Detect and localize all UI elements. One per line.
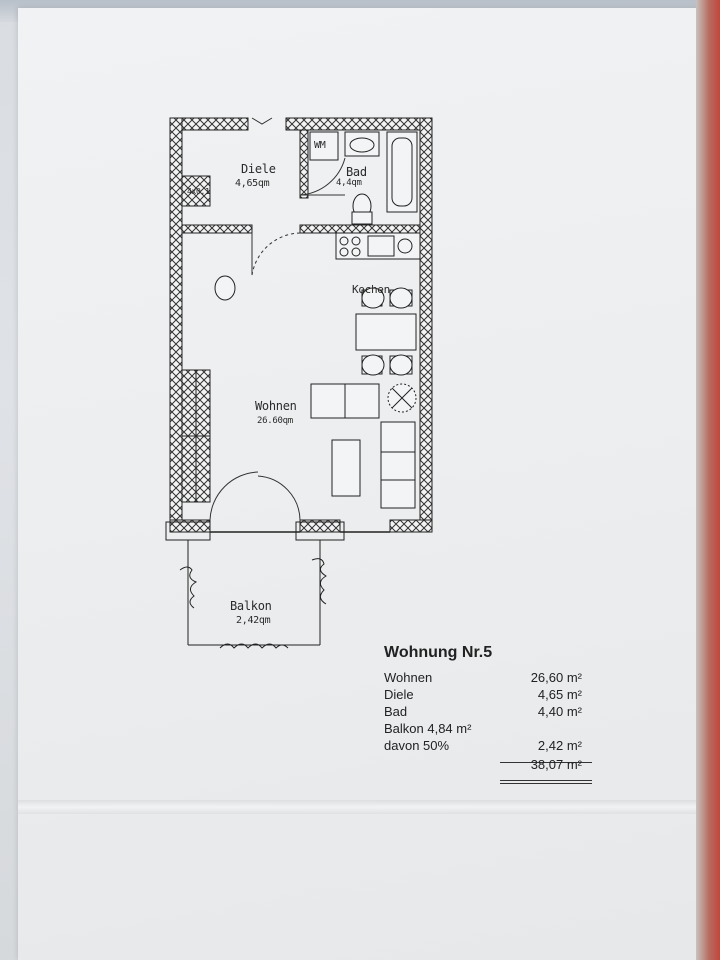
- area-summary: Wohnung Nr.5 Wohnen 26,60 m² Diele 4,65 …: [384, 644, 594, 784]
- room-area-diele: 4,65qm: [235, 178, 270, 189]
- summary-row: Balkon 4,84 m²: [384, 721, 594, 738]
- washing-machine-label: WM: [314, 140, 326, 151]
- summary-title: Wohnung Nr.5: [384, 644, 493, 661]
- bathroom-fixtures: [309, 131, 418, 225]
- paper-sheet: [18, 8, 708, 960]
- entrance-door: [209, 117, 346, 521]
- summary-total-row: 38,07 m²: [384, 757, 594, 774]
- summary-row-value: 4,65 m²: [537, 687, 582, 702]
- summary-row: Wohnen 26,60 m²: [384, 670, 594, 687]
- summary-row-label: Bad: [384, 704, 408, 719]
- living-furniture: [310, 383, 417, 509]
- closet-label: 4x0,1: [187, 187, 210, 196]
- summary-row-label: davon 50%: [384, 738, 450, 753]
- summary-row-value: 4,40 m²: [537, 704, 582, 719]
- total-double-rule-1: [500, 780, 592, 781]
- summary-row: davon 50% 2,42 m²: [384, 738, 594, 755]
- room-area-bad: 4,4qm: [336, 178, 362, 188]
- summary-total-value: 38,07 m²: [530, 757, 582, 772]
- outer-walls: [165, 117, 433, 541]
- balcony: [179, 540, 327, 649]
- summary-row-label: Diele: [384, 687, 414, 702]
- room-label-diele: Diele: [241, 162, 276, 176]
- room-label-wohnen: Wohnen: [255, 399, 297, 413]
- kitchen-counter: [335, 232, 421, 260]
- background-edge: [696, 0, 720, 960]
- room-area-balkon: 2,42qm: [236, 615, 271, 626]
- total-rule: [500, 762, 592, 763]
- summary-row-label: Wohnen: [384, 670, 433, 685]
- paper-fold: [18, 800, 708, 814]
- room-label-balkon: Balkon: [230, 599, 272, 613]
- room-label-bad: Bad: [346, 165, 367, 179]
- dining-set: [214, 275, 417, 376]
- summary-row-label: Balkon 4,84 m²: [384, 721, 472, 736]
- summary-row: Diele 4,65 m²: [384, 687, 594, 704]
- summary-row-value: 26,60 m²: [530, 670, 582, 685]
- summary-row: Bad 4,40 m²: [384, 704, 594, 721]
- inner-walls: [181, 129, 421, 503]
- room-label-kochen: Kochen: [352, 283, 390, 296]
- room-area-wohnen: 26.60qm: [257, 416, 293, 426]
- summary-row-value: 2,42 m²: [537, 738, 582, 753]
- total-double-rule-2: [500, 783, 592, 784]
